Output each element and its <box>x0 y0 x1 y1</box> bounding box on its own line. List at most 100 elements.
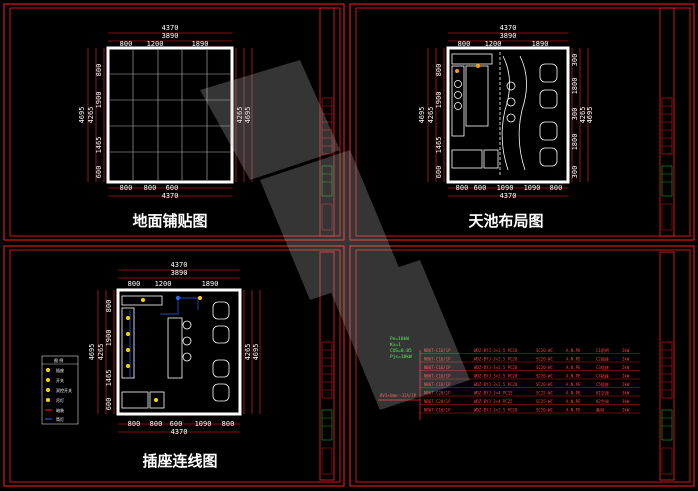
dim-socket-bot-2: 800 <box>150 420 163 428</box>
elec-install-cell: SC20-WC <box>536 357 553 362</box>
legend-item-4: 吊灯 <box>56 397 64 403</box>
socket-wiring-plan: 4370 3890 800 1200 1890 800 800 600 1090… <box>41 261 261 470</box>
dim-right-total-3: 4695 <box>252 344 260 361</box>
elec-power-cell: 2kW <box>622 365 630 370</box>
legend-header: 图 例 <box>54 357 63 363</box>
elec-install-cell: SC25-WC <box>536 391 553 396</box>
dim-layout-bot-4: 1090 <box>524 184 541 192</box>
dim-socket-bot-4: 1090 <box>195 420 212 428</box>
elec-power-cell: 2kW <box>622 348 630 353</box>
elec-install-cell: SC20-WC <box>536 374 553 379</box>
elec-cable-cell: WDZ-BYJ-3×2.5 PC20 <box>474 365 518 370</box>
elec-install-cell: SC20-WC <box>536 408 553 413</box>
dim-bottom-seg-3: 600 <box>166 184 179 192</box>
elec-breaker-cell: NB6T-C16/1P <box>424 365 451 370</box>
elec-cable-cell: WDZ-BYJ-3×2.5 PC20 <box>474 408 518 413</box>
elec-param-3: COS=0.85 <box>390 348 412 354</box>
dim-layout-bot-1: 800 <box>456 184 469 192</box>
dim-bottom-total: 4370 <box>162 192 179 200</box>
elec-circuit-cell: 备用 <box>596 407 604 413</box>
elec-install-cell: SC20-WC <box>536 348 553 353</box>
dim-left-seg-4-2: 600 <box>435 166 443 179</box>
dim-inner-width: 3890 <box>162 32 179 40</box>
elec-power-cell: 3kW <box>622 391 630 396</box>
elec-param-4: Pjs=18kW <box>390 354 412 360</box>
dim-top-seg-3-2: 1890 <box>532 40 549 48</box>
dim-right-seg-3: 300 <box>571 108 579 121</box>
elec-circuit-cell: K1空调 <box>596 390 609 396</box>
elec-circuit-cell: K2空调 <box>596 398 609 404</box>
elec-circuit-cell: C4插座 <box>596 373 609 379</box>
elec-cable-cell: WDZ-BYJ-3×4 PC25 <box>474 391 513 396</box>
elec-circuit-cell: C1照明 <box>596 348 609 353</box>
elec-power-cell: 3kW <box>622 399 630 404</box>
dim-right-seg-4: 1800 <box>571 134 579 151</box>
dim-top-seg-1-3: 800 <box>128 280 141 288</box>
dim-top-seg-2-2: 1200 <box>485 40 502 48</box>
dim-right-inner: 4265 <box>236 107 244 124</box>
floor-tile-plan: 4370 3890 800 1200 1890 800 800 600 4370… <box>78 24 253 230</box>
legend-item-3: 双控开关 <box>56 387 72 393</box>
dim-top-seg-3: 1890 <box>192 40 209 48</box>
dim-top-seg-2-3: 1200 <box>155 280 172 288</box>
dim-left-seg-3-2: 1465 <box>435 137 443 154</box>
dim-overall-width-3: 4370 <box>171 261 188 269</box>
dim-top-seg-1-2: 800 <box>458 40 471 48</box>
elec-phase-cell: A.N.PE <box>566 365 581 370</box>
dim-right-seg-5: 300 <box>571 166 579 179</box>
dim-bottom-seg-2: 800 <box>144 184 157 192</box>
sheet-title-layout: 天池布局图 <box>468 212 543 230</box>
elec-install-cell: SC20-WC <box>536 382 553 387</box>
elec-breaker-cell: NB6T-C20/1P <box>424 399 451 404</box>
dim-left-seg-3-3: 1465 <box>105 370 113 387</box>
elec-circuit-cell: C2插座 <box>596 356 609 362</box>
dim-right-seg-2: 1800 <box>571 78 579 95</box>
sheet-frame-bl <box>3 245 345 487</box>
elec-power-cell: 2kW <box>622 357 630 362</box>
dim-layout-bot-5: 800 <box>550 184 563 192</box>
elec-power-cell: 2kW <box>622 374 630 379</box>
dim-left-seg-4-3: 600 <box>105 398 113 411</box>
dim-left-seg-2: 1900 <box>95 92 103 109</box>
elec-breaker-cell: NB6T-C16/1P <box>424 348 451 353</box>
dim-right-inner-2: 4265 <box>579 107 587 124</box>
dim-inner-width-2: 3890 <box>500 32 517 40</box>
dim-overall-width-2: 4370 <box>500 24 517 32</box>
legend-item-2: 开关 <box>56 377 64 383</box>
elec-circuit-cell: C3插座 <box>596 364 609 370</box>
elec-power-cell: 2kW <box>622 408 630 413</box>
elec-phase-cell: A.N.PE <box>566 348 581 353</box>
dim-left-inner-3: 4265 <box>97 344 105 361</box>
legend-item-5: 暗装 <box>56 407 64 413</box>
electrical-system-diagram: Pe=18kW Kx=1 COS=0.85 Pjs=18kW BV3×6mm²-… <box>378 336 640 420</box>
elec-phase-cell: A.N.PE <box>566 408 581 413</box>
dim-socket-bot-5: 800 <box>222 420 235 428</box>
dim-bottom-total-2: 4370 <box>500 192 517 200</box>
dim-socket-bot-3: 600 <box>170 420 183 428</box>
dim-right-total-2: 4695 <box>586 107 594 124</box>
elec-cable-cell: WDZ-BYJ-3×2.5 PC20 <box>474 357 518 362</box>
dim-right-seg-1: 300 <box>571 54 579 67</box>
elec-breaker-cell: NB6T-C16/1P <box>424 357 451 362</box>
dim-socket-bot-1: 800 <box>128 420 141 428</box>
dim-left-seg-1-2: 800 <box>435 64 443 77</box>
dim-left-total-2: 4695 <box>418 107 426 124</box>
elec-cable-cell: WDZ-BYJ-3×2.5 PC20 <box>474 374 518 379</box>
dim-inner-width-3: 3890 <box>171 269 188 277</box>
dim-left-seg-1: 800 <box>95 64 103 77</box>
dim-bottom-total-3: 4370 <box>171 428 188 436</box>
dim-left-inner: 4265 <box>87 107 95 124</box>
dim-layout-bot-3: 1090 <box>497 184 514 192</box>
sheet-frame-tr <box>349 3 695 241</box>
ceiling-layout-plan: 4370 3890 800 1200 1890 800 600 1090 109… <box>418 24 594 230</box>
legend-item-6: 筒灯 <box>56 416 64 422</box>
dim-layout-bot-2: 600 <box>474 184 487 192</box>
elec-main: BV3×6mm²-32A/2P <box>380 393 417 398</box>
sheet-frame-br <box>349 245 695 487</box>
sheet-frame-tl <box>3 3 345 241</box>
dim-bottom-seg-1: 800 <box>120 184 133 192</box>
elec-breaker-cell: NB6T-C16/1P <box>424 374 451 379</box>
dim-right-inner-3: 4265 <box>244 344 252 361</box>
elec-cable-cell: WDZ-BYJ-3×2.5 PC20 <box>474 382 518 387</box>
